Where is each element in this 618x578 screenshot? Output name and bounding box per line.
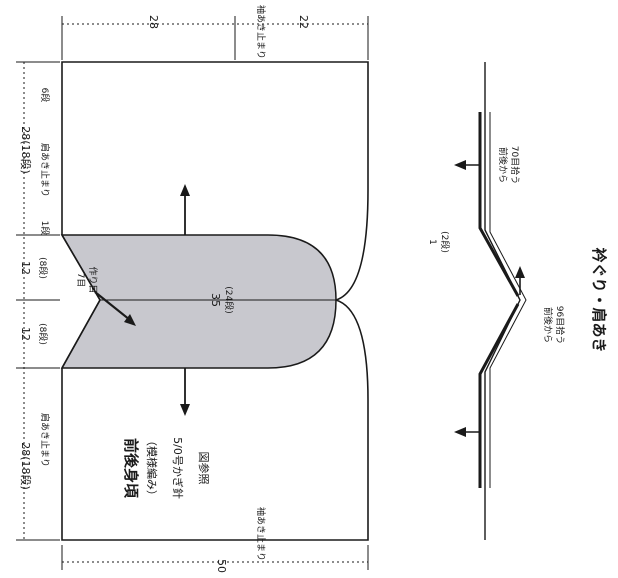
center-rows: (24段) [223,286,235,313]
ribbing-inner [489,112,527,488]
dim-one-row: 1段 [39,221,51,236]
neckline-shoulder-diagram: 前後から 70目拾う 前後から 96目拾う 1 (2段) 衿ぐり・肩あき [427,62,608,540]
right-outline [484,62,521,540]
dim-side-12b: 12 [19,327,32,341]
body-title: 前後身頃 [122,438,140,499]
upper-label-1: 前後から [497,147,509,183]
note-sleeve-top: 袖あき止まり [255,5,267,59]
upper-label-2: 70目拾う [509,146,521,184]
dim-top-left: 28 [147,15,160,29]
dim-six-rows: 6段 [39,88,51,103]
neckline-title: 衿ぐり・肩あき [590,247,608,352]
label-two-rows: (2段) [439,231,451,253]
ribbing-lower [478,303,520,488]
dim-top-right: 22 [297,15,310,29]
ribbing-upper [478,112,520,297]
dim-side-bottom: 28(18段) [19,442,33,490]
dim-side-8a: (8段) [37,257,49,279]
front-back-body-diagram: 28 22 50 28(18段) 12 (8段) 12 (8段) 28(18段)… [16,5,369,573]
body-outline [61,61,369,541]
dim-side-top: 28(18段) [19,126,33,174]
middle-label-1: 前後から [542,307,554,343]
note-shoulder-bottom: 肩あき止まり [39,413,51,467]
dim-side-12a: 12 [19,261,32,275]
neck-shaded-region [60,234,337,369]
dim-bottom: 50 [215,559,228,573]
label-one: 1 [427,239,437,245]
middle-label-2: 96目拾う [554,306,566,344]
neck-pointer-arrow [94,291,131,321]
dim-side-8b: (8段) [37,323,49,345]
center-label: 35 [209,293,222,307]
note-sleeve-bottom: 袖あき止まり [255,507,267,561]
body-subtitle: （模様編み） [145,435,159,501]
body-ref: 図参照 [197,452,211,485]
neck-label-1: 7目 [75,273,86,288]
neck-label-2: 作り目 [87,266,99,293]
body-hook: 5/0号かぎ針 [171,437,185,499]
note-shoulder-top: 肩あき止まり [39,143,51,197]
